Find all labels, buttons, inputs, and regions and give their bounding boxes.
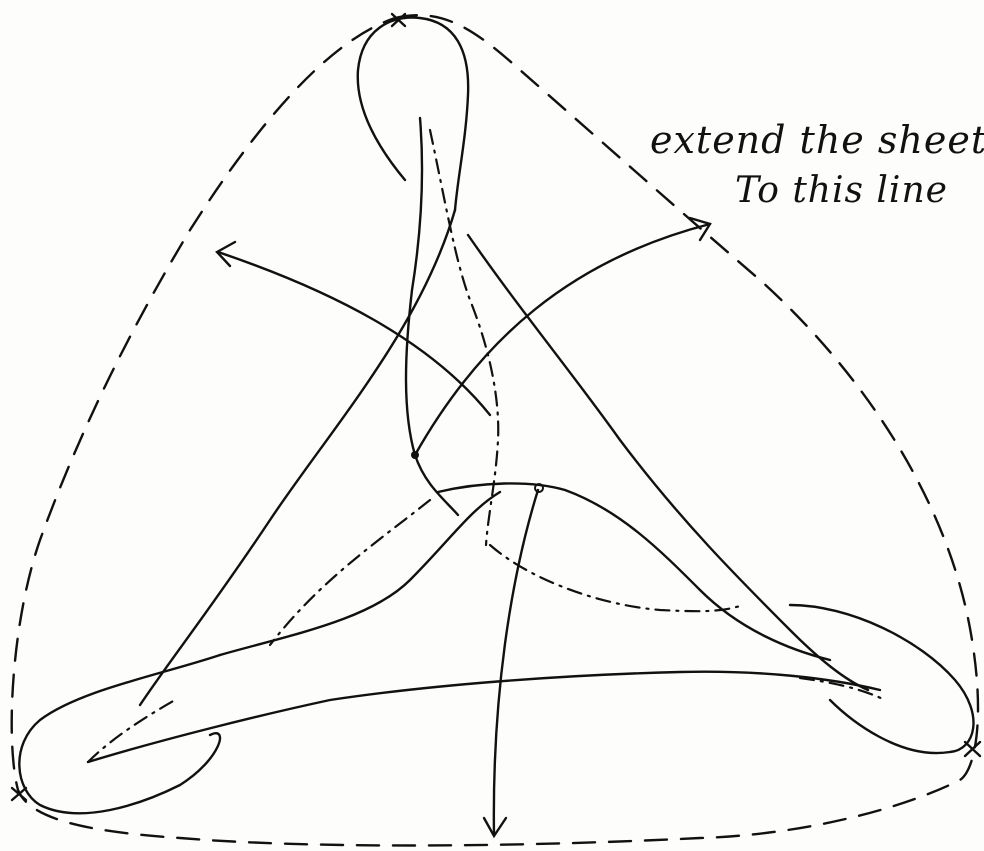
arrow-upper-left [218, 252, 490, 415]
top-loop-curve [358, 18, 468, 210]
annotation-line-2: To this line [735, 170, 948, 211]
corner-mark-bottom-right [965, 742, 980, 756]
center-arch [438, 483, 830, 660]
inner-dashdot-lower [490, 545, 740, 611]
arrow-down [494, 490, 538, 835]
left-strand [140, 210, 455, 705]
inner-dashdot-upper [430, 130, 498, 545]
annotation-line-1: extend the sheet [650, 118, 984, 162]
right-strand [468, 235, 868, 690]
arrow-upper-right [415, 224, 710, 455]
lower-center-strand [220, 492, 500, 655]
junction-dot-left [411, 451, 419, 459]
inner-dashdot-bottom-left [88, 700, 175, 762]
bottom-strand [88, 672, 880, 762]
inner-dashdot-left [270, 500, 430, 645]
